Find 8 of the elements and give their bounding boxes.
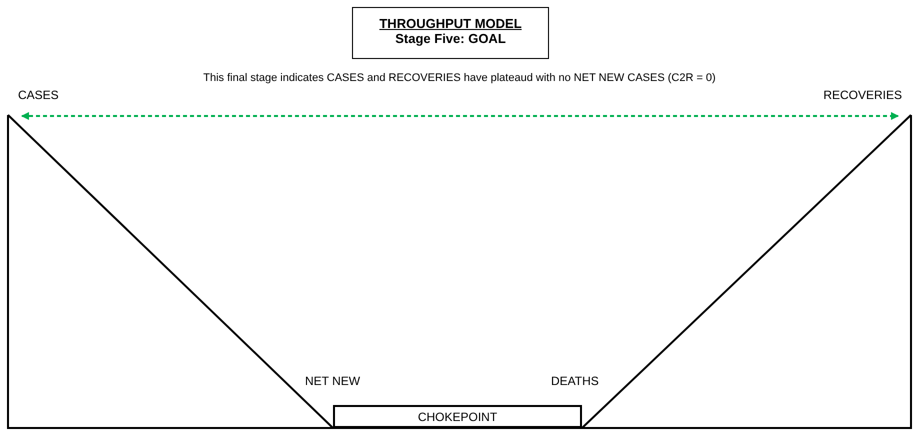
note-text: This final stage indicates CASES and RECOVERIES have plateaud with no NET NEW CASES (C2R = 0)	[202, 72, 717, 84]
chokepoint-box: CHOKEPOINT	[333, 405, 582, 428]
end-label: RECOVERIES	[820, 88, 902, 118]
double-arrow	[21, 112, 899, 120]
end-label: CASES	[18, 88, 68, 118]
title-box: THROUGHPUT MODEL Stage Five: GOAL	[352, 7, 549, 59]
stage-label: DEATHS	[551, 374, 599, 388]
stage-label: NET NEW	[305, 374, 360, 388]
